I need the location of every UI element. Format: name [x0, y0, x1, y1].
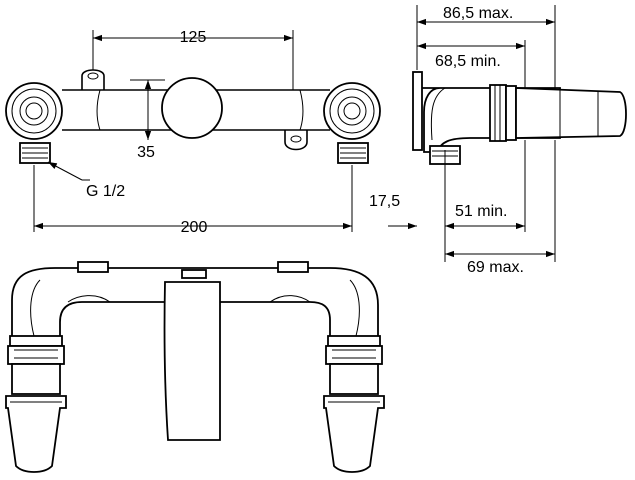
mounting-lug-right: [284, 130, 308, 151]
dim-thread: G 1/2: [47, 161, 125, 200]
dim-125: 125: [93, 29, 293, 46]
side-view: [412, 5, 627, 262]
top-view: [5, 261, 385, 473]
thread-left: [19, 142, 51, 164]
dim-17-5: 17,5: [369, 193, 417, 230]
label-35: 35: [137, 144, 155, 161]
label-51: 51 min.: [455, 203, 507, 220]
thread-right: [337, 142, 369, 164]
dim-69: 69 max.: [445, 140, 556, 276]
left-leg: [5, 335, 67, 473]
label-thread: G 1/2: [86, 183, 125, 200]
dim-51: 51 min.: [445, 203, 525, 230]
label-86-5: 86,5 max.: [443, 5, 513, 22]
dim-68-5: 68,5 min.: [417, 42, 525, 70]
dim-86-5: 86,5 max.: [417, 5, 555, 26]
left-outlet: [5, 82, 63, 140]
right-outlet: [323, 82, 381, 140]
dim-35: 35: [130, 79, 165, 161]
right-leg: [323, 335, 385, 473]
label-200: 200: [181, 219, 208, 236]
dim-200: 200: [34, 219, 352, 236]
label-69: 69 max.: [467, 259, 524, 276]
mounting-lug-left: [81, 69, 105, 90]
label-125: 125: [180, 29, 207, 46]
center-body: [161, 77, 223, 139]
label-68-5: 68,5 min.: [435, 53, 501, 70]
label-17-5: 17,5: [369, 193, 400, 210]
front-view: [5, 30, 381, 232]
